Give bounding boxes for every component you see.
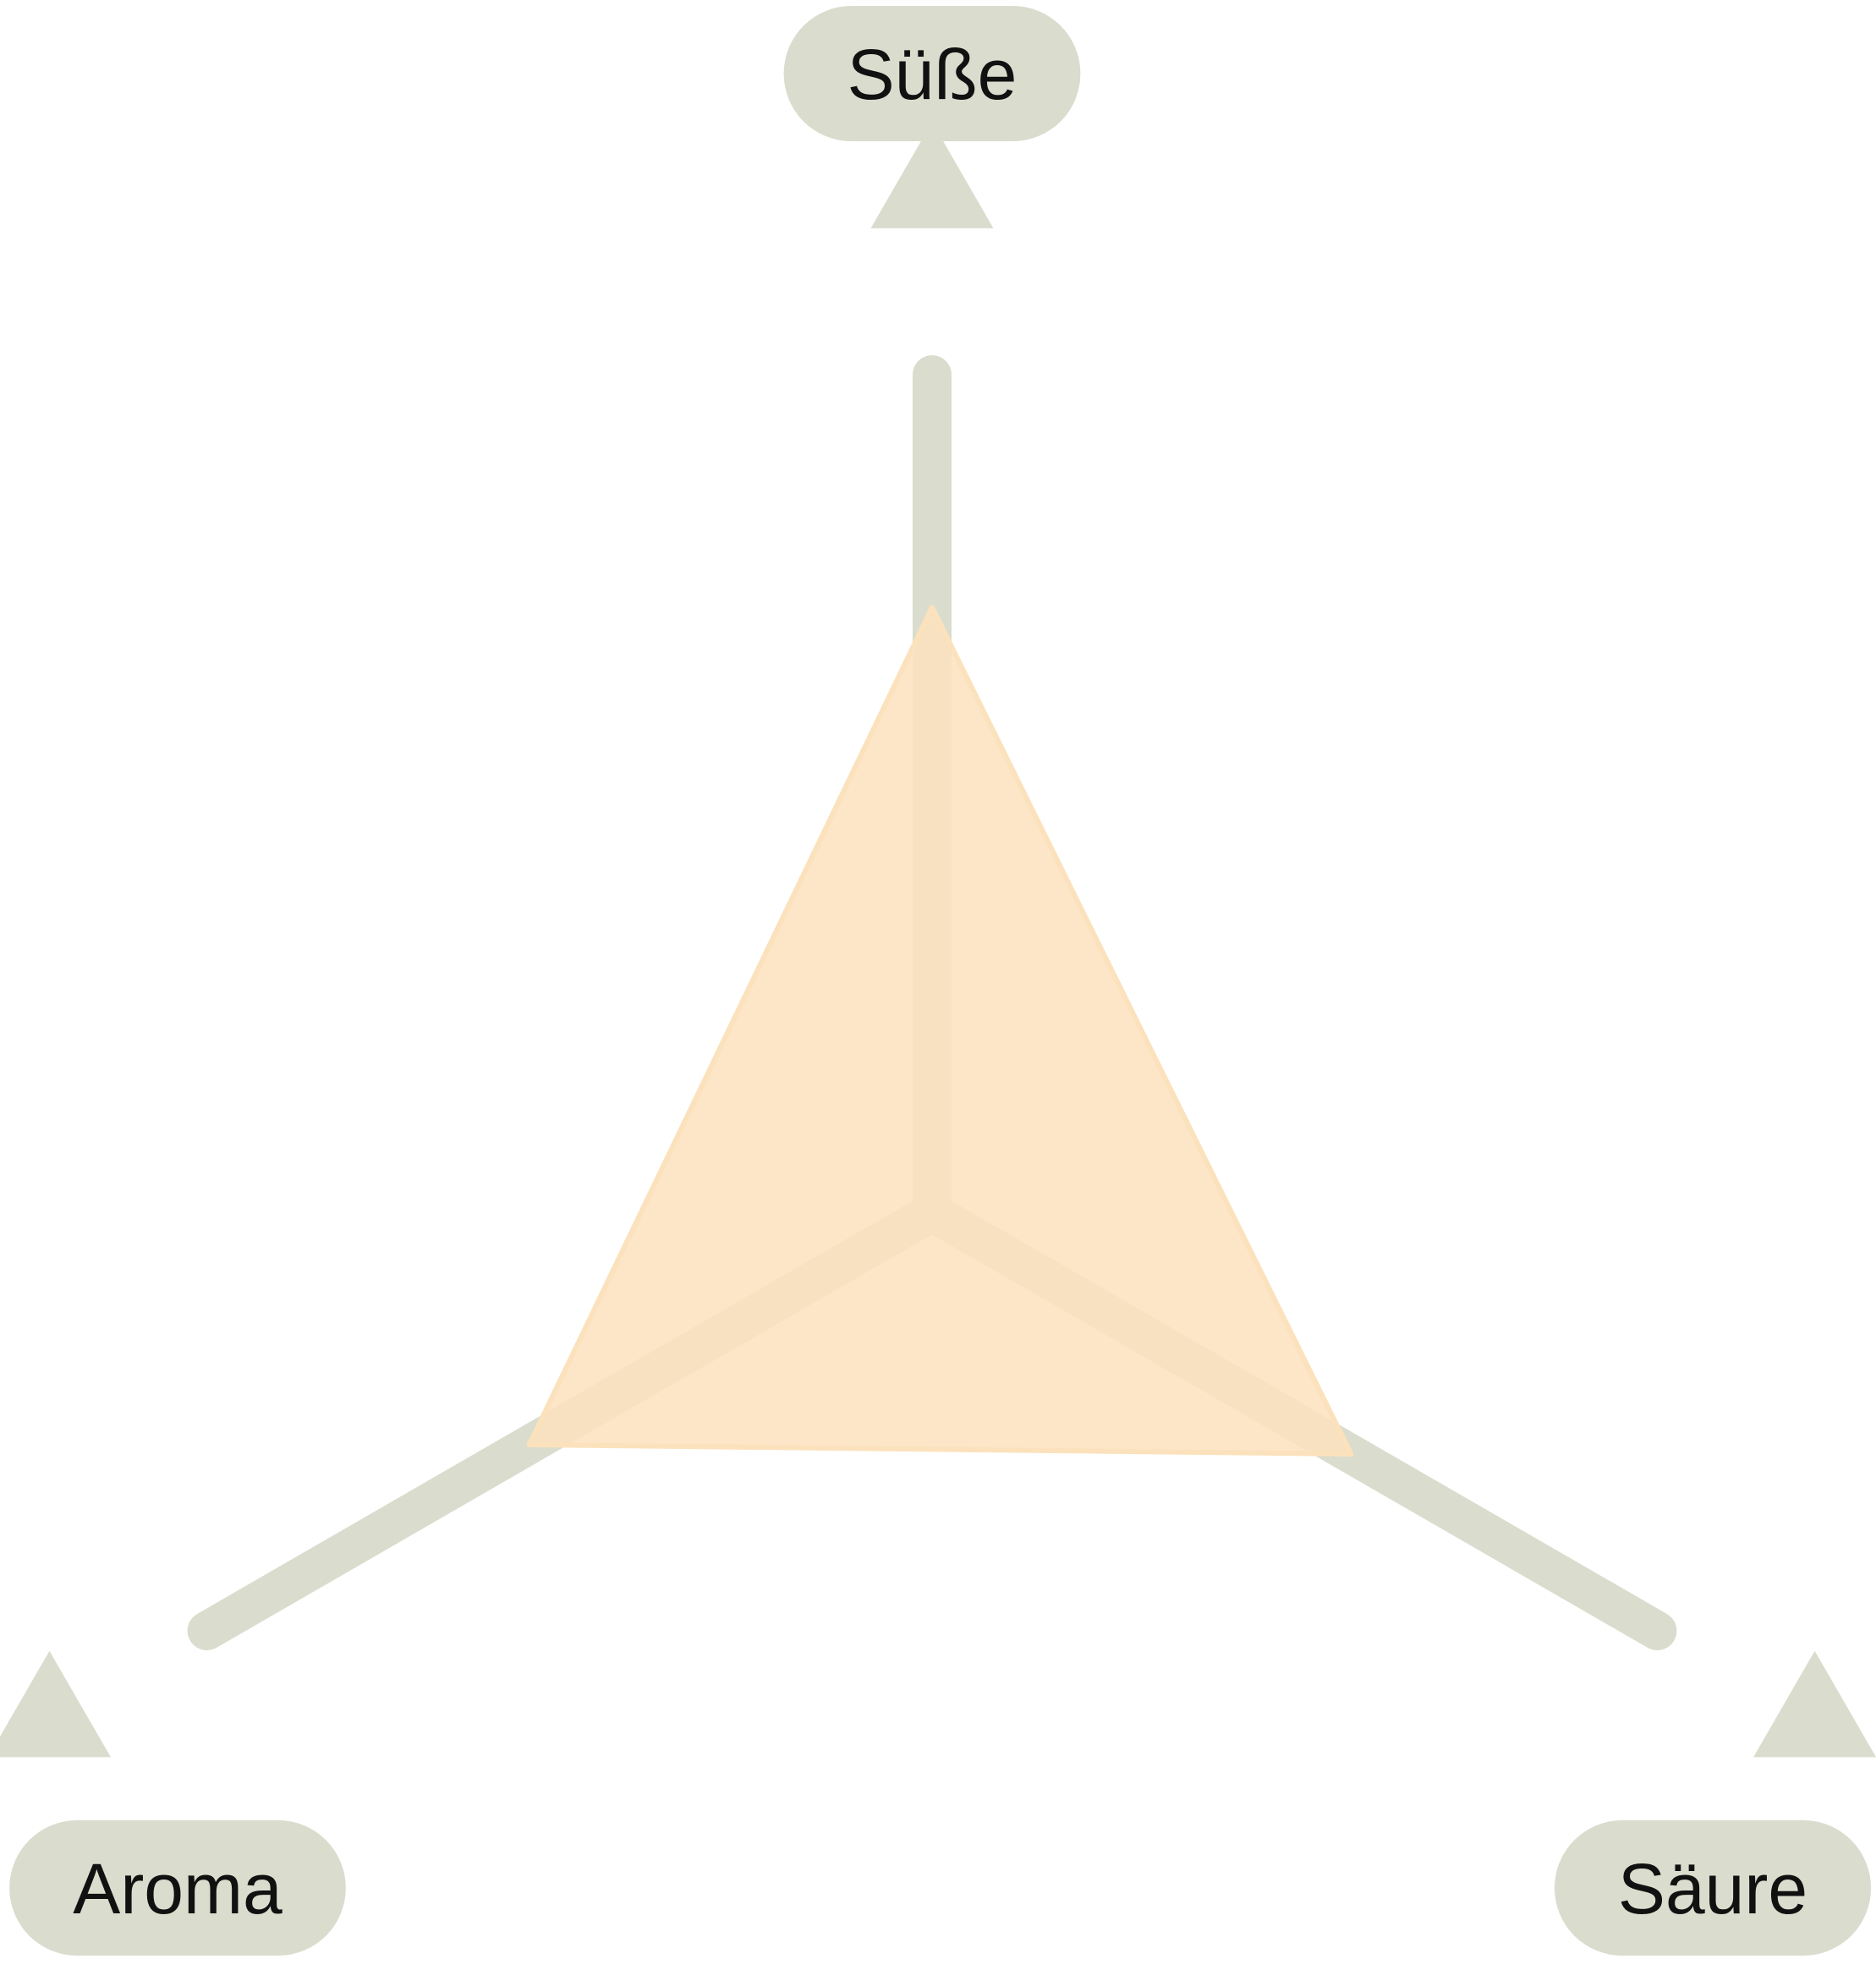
axis-label-saeure: Säure	[1554, 1820, 1872, 1956]
axis-label-text: Säure	[1618, 1849, 1807, 1929]
axis-label-pill	[9, 1820, 346, 1956]
value-area	[526, 605, 1354, 1457]
axis-arrow-suesse-icon	[870, 122, 994, 228]
axis-label-aroma: Aroma	[9, 1820, 346, 1956]
value-area-layer	[526, 605, 1354, 1457]
axis-label-pill	[783, 6, 1081, 141]
axis-arrow-saeure-icon	[1753, 1650, 1876, 1758]
axis-arrow-aroma-icon	[0, 1650, 111, 1758]
axis-label-text: Süße	[847, 35, 1018, 114]
axis-label-suesse: Süße	[783, 6, 1081, 141]
axis-label-text: Aroma	[73, 1849, 282, 1929]
axis-label-pill	[1554, 1820, 1872, 1956]
